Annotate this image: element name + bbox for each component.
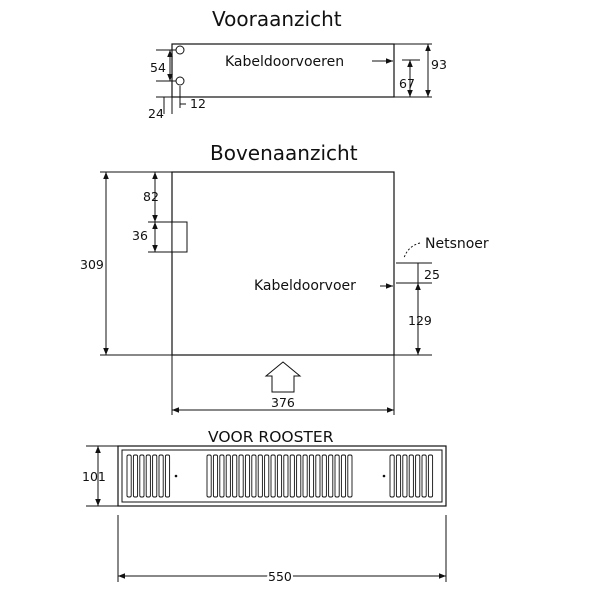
grille-slot bbox=[296, 454, 302, 498]
front-direction-arrow bbox=[264, 361, 302, 393]
grille-slot bbox=[251, 454, 257, 498]
dim-height-body: 67 bbox=[399, 76, 415, 91]
dim-cord-gap: 25 bbox=[424, 267, 440, 282]
grille-slot bbox=[152, 454, 158, 498]
top-view-body bbox=[171, 171, 395, 356]
grille-slot bbox=[132, 454, 139, 498]
top-view-title: Bovenaanzicht bbox=[210, 141, 358, 165]
dim-grille-height: 101 bbox=[82, 469, 106, 484]
grille-slot bbox=[421, 454, 427, 498]
grille-slots bbox=[126, 454, 434, 498]
grille-slot bbox=[415, 454, 421, 498]
connection-box bbox=[171, 221, 188, 253]
grille-slot bbox=[289, 454, 295, 498]
grille-slot bbox=[328, 454, 334, 498]
dim-entry-to-bottom: 129 bbox=[408, 313, 432, 328]
grille-slot bbox=[257, 454, 263, 498]
power-cord-leader bbox=[403, 242, 421, 259]
front-view: Vooraanzicht Kabeldoorvoeren 54 24 12 93… bbox=[148, 7, 447, 121]
grille-screw bbox=[382, 474, 386, 478]
dim-hole-offset: 12 bbox=[190, 96, 206, 111]
grille-slot bbox=[340, 454, 347, 498]
grille-slot bbox=[321, 454, 327, 498]
grille-slot bbox=[145, 454, 151, 498]
grille-slot bbox=[158, 454, 164, 498]
grille-slot bbox=[270, 454, 276, 498]
dim-top-to-box: 82 bbox=[143, 189, 159, 204]
grille-slot bbox=[276, 454, 283, 498]
grille-slot bbox=[283, 454, 289, 498]
grille-slot bbox=[408, 454, 414, 498]
grille-view: VOOR ROOSTER 101 550 bbox=[82, 428, 447, 586]
front-view-callout: Kabeldoorvoeren bbox=[225, 54, 344, 70]
dim-height-total: 93 bbox=[431, 57, 447, 72]
grille-slot bbox=[389, 454, 395, 498]
grille-title: VOOR ROOSTER bbox=[208, 428, 334, 446]
grille-screw bbox=[174, 474, 178, 478]
grille-slot bbox=[238, 454, 244, 498]
cable-entry-hole-bottom bbox=[175, 76, 185, 86]
grille-slot bbox=[139, 454, 145, 498]
grille-slot bbox=[164, 454, 171, 498]
grille-slot bbox=[264, 454, 270, 498]
top-view: Bovenaanzicht 309 82 36 Netsnoer 25 Kabe… bbox=[80, 141, 489, 415]
grille-slot bbox=[402, 454, 408, 498]
grille-slot bbox=[225, 454, 231, 498]
dim-width: 376 bbox=[271, 395, 295, 410]
grille-slot bbox=[308, 454, 315, 498]
dim-depth: 309 bbox=[80, 257, 104, 272]
grille-slot bbox=[347, 454, 353, 498]
grille-slot bbox=[219, 454, 225, 498]
grille-frame bbox=[117, 445, 447, 507]
dim-grille-width: 550 bbox=[268, 569, 292, 584]
grille-slot bbox=[395, 454, 402, 498]
front-view-title: Vooraanzicht bbox=[212, 7, 342, 31]
grille-slot bbox=[302, 454, 308, 498]
grille-slot bbox=[315, 454, 321, 498]
top-view-callout-cord: Netsnoer bbox=[425, 236, 489, 252]
dim-left-offset: 24 bbox=[148, 106, 164, 121]
cable-entry-hole-top bbox=[175, 45, 185, 55]
grille-slot bbox=[206, 454, 212, 498]
dim-hole-spacing: 54 bbox=[150, 60, 166, 75]
grille-inner bbox=[121, 449, 443, 503]
grille-slot bbox=[244, 454, 251, 498]
front-view-body bbox=[171, 43, 395, 98]
top-view-callout-entry: Kabeldoorvoer bbox=[254, 278, 356, 294]
grille-slot bbox=[427, 454, 434, 498]
grille-slot bbox=[126, 454, 132, 498]
dim-box-height: 36 bbox=[132, 228, 148, 243]
grille-slot bbox=[334, 454, 340, 498]
grille-slot bbox=[232, 454, 238, 498]
grille-slot bbox=[212, 454, 219, 498]
